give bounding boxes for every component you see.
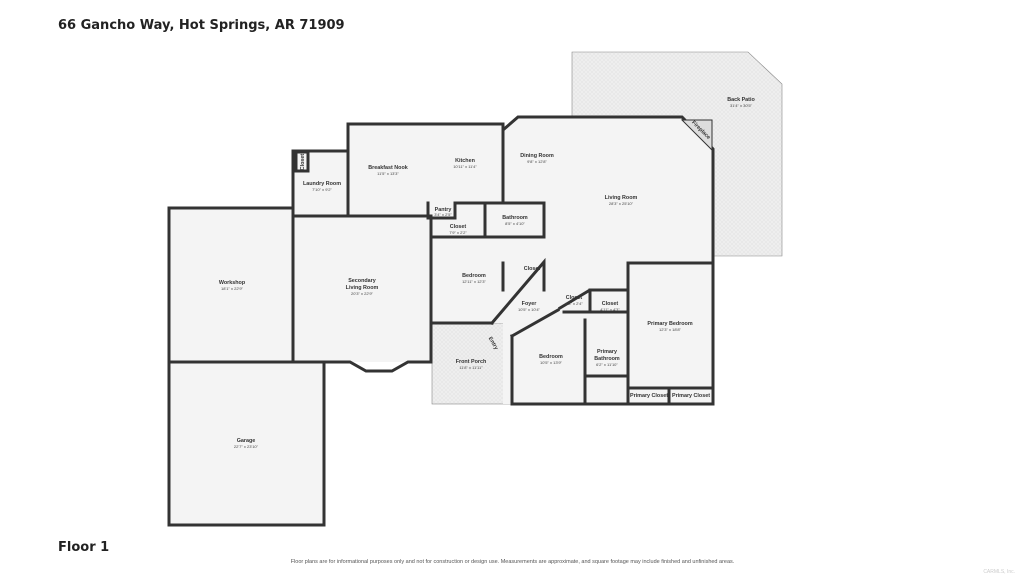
back-patio-label: Back Patio xyxy=(727,97,755,103)
primary-bath-dim: 6'2" x 11'10" xyxy=(596,362,618,367)
bathroom-label: Bathroom xyxy=(502,215,528,221)
bedroom-2-label: Bedroom xyxy=(539,354,563,360)
laundry-room-dim: 7'10" x 9'2" xyxy=(312,187,332,192)
back-patio-dim: 31'4" x 30'5" xyxy=(730,103,753,108)
secondary-living-label-1: Secondary xyxy=(348,278,376,284)
primary-closet-1-label: Primary Closet xyxy=(630,393,668,399)
bathroom-dim: 8'5" x 4'10" xyxy=(505,221,525,226)
living-room-dim: 28'3" x 25'10" xyxy=(609,201,634,206)
pantry-dim: 3'4" x 2'5" xyxy=(434,212,452,217)
foyer-closet-label: Closet xyxy=(566,295,583,301)
kitchen-dim: 10'11" x 11'4" xyxy=(453,164,477,169)
floor-label: Floor 1 xyxy=(58,540,110,555)
front-porch-dim: 11'8" x 11'11" xyxy=(459,365,483,370)
front-porch-area xyxy=(431,322,513,405)
breakfast-nook-dim: 11'5" x 13'3" xyxy=(377,171,399,176)
fireplace-marker xyxy=(680,119,713,152)
bedroom-closet-label: Closet xyxy=(524,266,541,272)
breakfast-nook-label: Breakfast Nook xyxy=(368,165,408,171)
foyer-closet-dim: 6'3" x 2'4" xyxy=(565,301,583,306)
secondary-living-label-2: Living Room xyxy=(346,285,379,291)
bedroom-1-dim: 12'11" x 12'3" xyxy=(462,279,486,284)
dining-room-label: Dining Room xyxy=(520,153,554,159)
foyer-dim: 10'5" x 10'4" xyxy=(518,307,541,312)
foyer-label: Foyer xyxy=(522,301,538,307)
pantry-label: Pantry xyxy=(435,207,452,213)
watermark: CARMLS, Inc. xyxy=(983,569,1015,575)
workshop-label: Workshop xyxy=(219,280,246,286)
garage-label: Garage xyxy=(237,438,256,444)
primary-bath-label-1: Primary xyxy=(597,349,617,355)
bedroom-1-label: Bedroom xyxy=(462,273,486,279)
bedroom-2-dim: 10'5" x 13'9" xyxy=(540,360,563,365)
primary-bedroom-dim: 12'3" x 18'8" xyxy=(659,327,682,332)
hall-closet-label: Closet xyxy=(450,224,467,230)
primary-bath-label-2: Bathroom xyxy=(594,356,620,362)
dining-room-dim: 9'8" x 12'8" xyxy=(527,159,547,164)
primary-closet-small-dim: 4'11" x 4'3" xyxy=(600,307,620,312)
secondary-living-dim: 20'3" x 22'9" xyxy=(351,291,374,296)
garage-dim: 22'7" x 23'10" xyxy=(234,444,259,449)
front-porch-label: Front Porch xyxy=(456,359,487,365)
workshop-dim: 18'1" x 22'9" xyxy=(221,286,244,291)
primary-closet-small-label: Closet xyxy=(602,301,619,307)
interior-walls xyxy=(167,122,715,406)
exterior-walls xyxy=(167,115,715,527)
disclaimer-text: Floor plans are for informational purpos… xyxy=(290,559,735,565)
kitchen-label: Kitchen xyxy=(455,158,475,164)
primary-closet-2-label: Primary Closet xyxy=(672,393,710,399)
laundry-room-label: Laundry Room xyxy=(303,181,341,187)
primary-bedroom-label: Primary Bedroom xyxy=(647,321,692,327)
property-address: 66 Gancho Way, Hot Springs, AR 71909 xyxy=(58,18,345,33)
living-room-label: Living Room xyxy=(605,195,638,201)
interior-floor xyxy=(169,117,713,525)
hall-closet-dim: 7'9" x 2'2" xyxy=(449,230,467,235)
laundry-closet-label: Closet xyxy=(300,154,306,171)
